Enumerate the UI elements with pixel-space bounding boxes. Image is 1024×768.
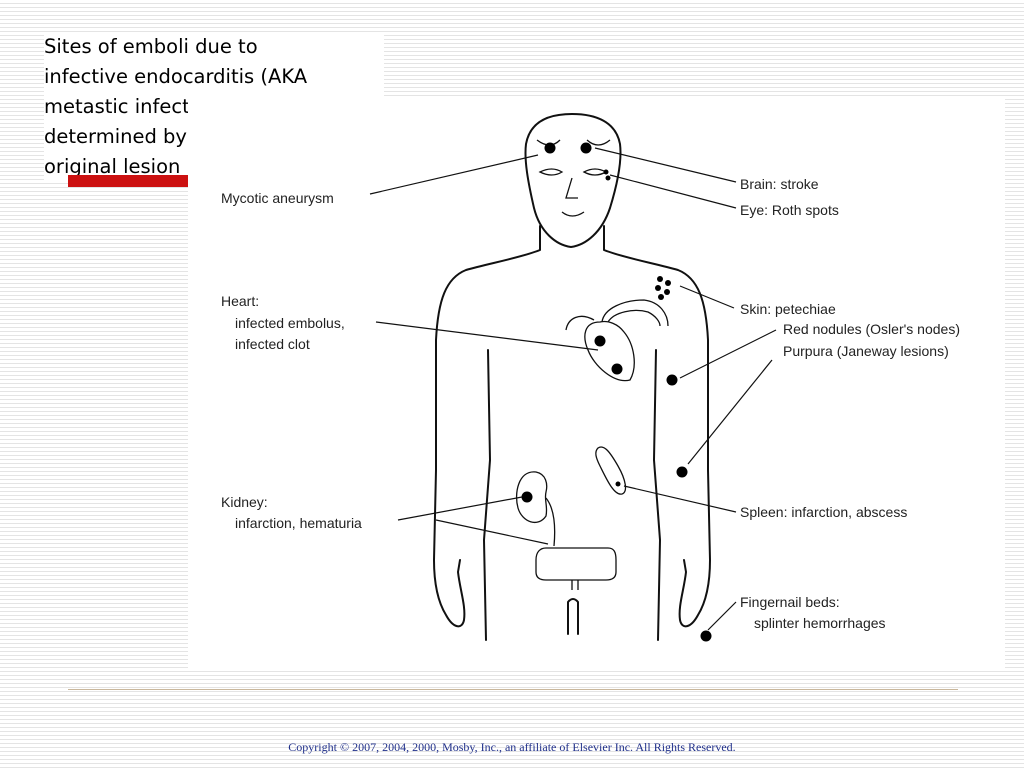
label-eye: Eye: Roth spots bbox=[740, 202, 839, 218]
heart-clot bbox=[611, 363, 623, 375]
label-splinter-hemorrhages: splinter hemorrhages bbox=[754, 615, 886, 631]
label-spleen: Spleen: infarction, abscess bbox=[740, 504, 907, 520]
spleen-embolus bbox=[615, 481, 621, 487]
body-diagram-svg: Mycotic aneurysm Heart: infected embolus… bbox=[221, 113, 960, 642]
petechia bbox=[664, 289, 670, 295]
label-fingernail-title: Fingernail beds: bbox=[740, 594, 840, 610]
kidney-organ bbox=[515, 471, 556, 547]
label-mycotic-aneurysm: Mycotic aneurysm bbox=[221, 190, 334, 206]
eye-embolus-2 bbox=[605, 175, 611, 181]
petechia bbox=[655, 285, 661, 291]
footer-divider bbox=[68, 689, 958, 690]
heart-embolus bbox=[594, 335, 606, 347]
label-heart-clot: infected clot bbox=[235, 336, 310, 352]
spleen-organ bbox=[595, 446, 627, 495]
diagram-labels: Mycotic aneurysm Heart: infected embolus… bbox=[221, 176, 960, 631]
brain-embolus-left bbox=[544, 142, 556, 154]
bladder-organ bbox=[535, 547, 617, 590]
osler-node bbox=[666, 374, 678, 386]
label-heart-title: Heart: bbox=[221, 293, 259, 309]
fingernail-embolus bbox=[700, 630, 712, 642]
petechia bbox=[658, 294, 664, 300]
janeway-lesion bbox=[676, 466, 688, 478]
label-brain: Brain: stroke bbox=[740, 176, 819, 192]
leader-lines bbox=[369, 147, 777, 631]
eye-embolus bbox=[603, 169, 609, 175]
emboli-dots bbox=[521, 142, 712, 642]
label-heart-embolus: infected embolus, bbox=[235, 315, 345, 331]
brain-embolus-right bbox=[580, 142, 592, 154]
title-accent-bar bbox=[68, 175, 188, 187]
label-janeway-lesions: Purpura (Janeway lesions) bbox=[783, 343, 949, 359]
label-osler-nodes: Red nodules (Osler's nodes) bbox=[783, 321, 960, 337]
label-skin: Skin: petechiae bbox=[740, 301, 836, 317]
label-kidney-title: Kidney: bbox=[221, 494, 268, 510]
body-outline bbox=[433, 113, 711, 641]
label-kidney-effects: infarction, hematuria bbox=[235, 515, 362, 531]
emboli-body-diagram: Mycotic aneurysm Heart: infected embolus… bbox=[188, 97, 1005, 670]
heart-organ bbox=[565, 299, 669, 382]
kidney-embolus bbox=[521, 491, 533, 503]
copyright-notice: Copyright © 2007, 2004, 2000, Mosby, Inc… bbox=[288, 740, 736, 754]
petechia bbox=[657, 276, 663, 282]
petechia bbox=[665, 280, 671, 286]
